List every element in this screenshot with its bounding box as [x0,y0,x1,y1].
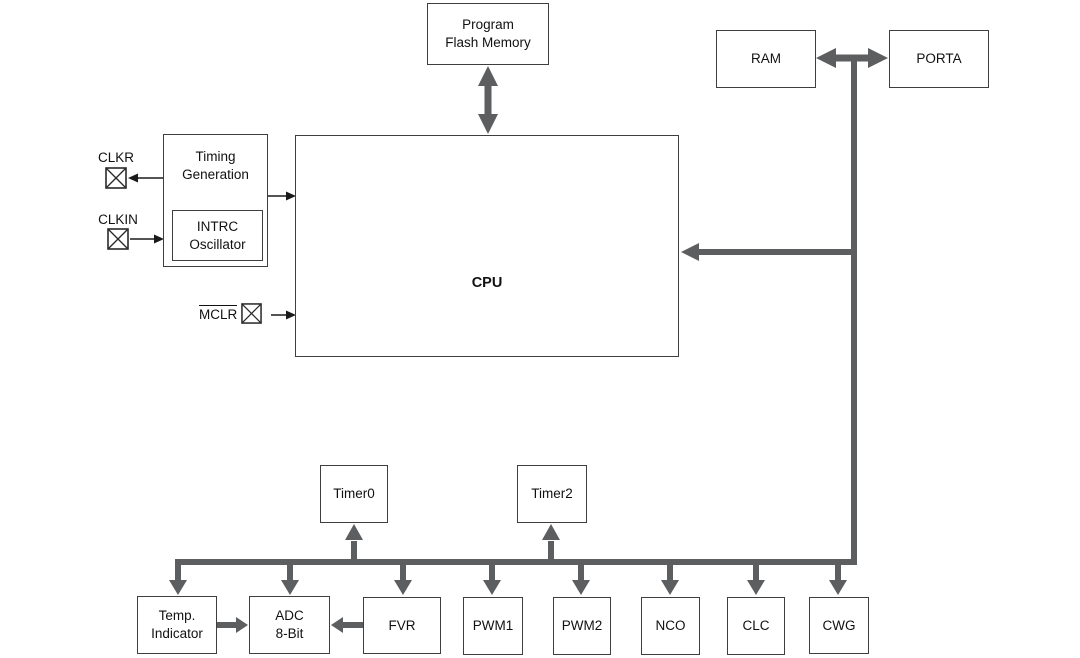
block-label: PWM2 [561,618,603,634]
bus-cwg-arrow [829,562,847,595]
pin-label-mclr: MCLR [199,305,238,322]
clkin-pin-icon [107,228,129,250]
block-label: NCO [655,618,686,634]
mclr-cpu-arrow [271,310,296,320]
mclr-pin-group: MCLR [199,303,263,324]
block-nco: NCO [641,597,700,655]
block-fvr: FVR [363,597,441,654]
fvr-adc-arrow [331,617,363,633]
block-pwm1: PWM1 [463,597,523,655]
bus-cpu-arrow [681,243,854,261]
block-label: ADC 8-Bit [275,608,304,641]
bus-pwm2-arrow [572,562,590,595]
block-label: INTRC Oscillator [189,218,246,252]
block-program-flash-memory: Program Flash Memory [427,3,549,65]
timing-clkr-arrow [128,173,163,183]
block-label: Timing Generation [182,149,249,182]
bus-fvr-arrow [394,562,412,595]
pin-label-clkr: CLKR [97,150,134,165]
timing-cpu-arrow [268,191,296,201]
block-timer0: Timer0 [320,465,388,523]
block-label: CWG [822,617,856,633]
block-label: RAM [751,51,781,67]
bus-pwm1-arrow [483,562,501,595]
clkr-pin-icon [105,167,127,189]
block-label: Temp. Indicator [151,608,203,641]
bus-clc-arrow [747,562,765,595]
block-pwm2: PWM2 [553,597,611,655]
block-label: PWM1 [472,618,514,634]
bus-timer2-arrow [542,524,560,562]
block-timer2: Timer2 [517,465,587,523]
block-label: FVR [388,617,416,633]
block-temp-indicator: Temp. Indicator [137,596,217,654]
block-label: Timer0 [333,486,375,502]
bus-nco-arrow [661,562,679,595]
block-intrc-oscillator: INTRC Oscillator [172,210,263,261]
block-label: Program Flash Memory [445,17,531,50]
mclr-pin-icon [241,303,263,324]
block-porta: PORTA [889,30,989,88]
clkin-timing-arrow [130,234,164,244]
block-clc: CLC [727,597,785,655]
block-cwg: CWG [809,597,869,654]
bus-adc-arrow [281,562,299,595]
temp-adc-arrow [217,617,248,633]
pin-label-clkin: CLKIN [98,212,138,227]
bus-timer0-arrow [345,524,363,562]
block-label: PORTA [916,51,962,67]
block-label: Timer2 [531,486,573,502]
flash-cpu-arrow [478,66,498,134]
block-cpu: CPU [295,135,679,357]
bus-temp-indicator-arrow [169,559,187,595]
block-ram: RAM [716,30,816,88]
block-label: CPU [471,274,503,291]
block-adc-8bit: ADC 8-Bit [249,596,330,654]
block-label: CLC [742,618,770,634]
